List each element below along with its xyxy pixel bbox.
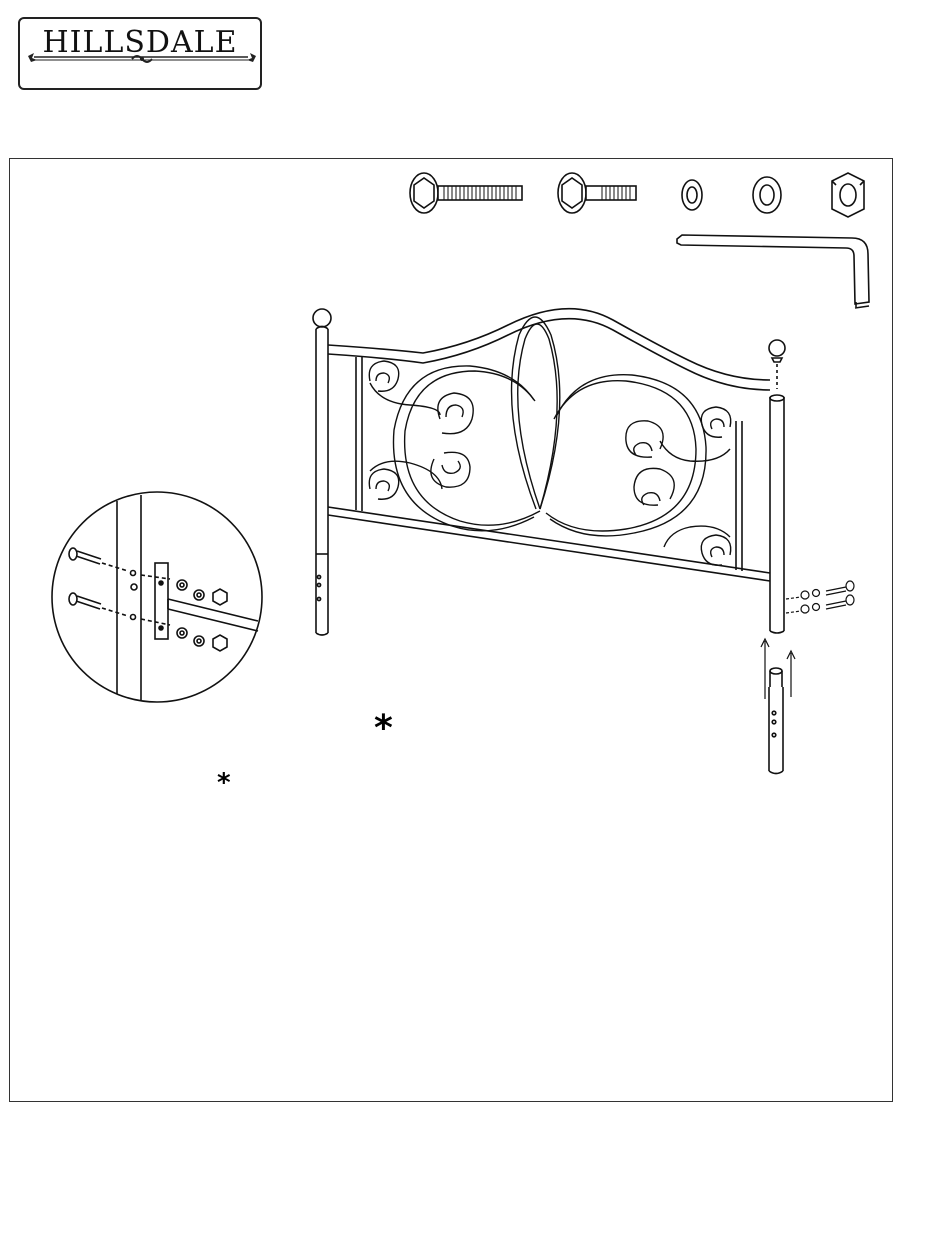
assembly-diagram — [10, 159, 894, 1103]
detail-callout — [52, 492, 262, 702]
main-marker: * — [374, 711, 393, 747]
allen-wrench-icon — [677, 235, 869, 308]
up-arrows-icon — [761, 639, 795, 699]
side-bolts-icon — [786, 581, 854, 613]
brand-logo: HILLSDALE — [18, 17, 262, 90]
flat-washer-icon — [753, 177, 781, 213]
hex-nut-icon — [832, 173, 864, 217]
lock-washer-icon — [682, 180, 702, 210]
leg-extension — [769, 668, 783, 774]
long-bolt-icon — [410, 173, 522, 213]
logo-ornament — [20, 19, 264, 92]
short-bolt-icon — [558, 173, 636, 213]
headboard-frame — [313, 309, 784, 635]
instruction-panel: * * — [9, 158, 893, 1102]
detail-marker: * — [217, 770, 231, 796]
finial-icon — [769, 340, 785, 389]
